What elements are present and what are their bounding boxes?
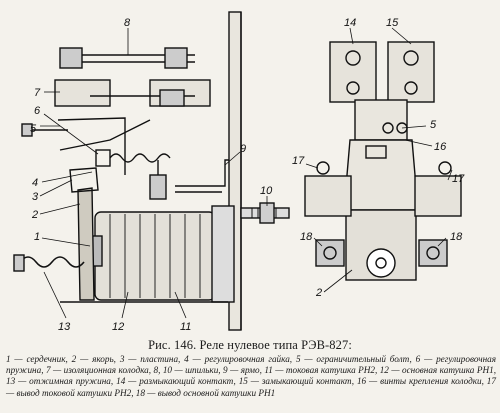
- label-5: 5: [30, 123, 37, 135]
- label-18-right: 18: [450, 231, 463, 243]
- label-14: 14: [344, 17, 356, 29]
- label-16: 16: [434, 141, 447, 153]
- label-12: 12: [112, 321, 124, 333]
- figure-caption: Рис. 146. Реле нулевое типа РЭВ-827:: [148, 338, 352, 352]
- figure-legend: 1 — сердечник, 2 — якорь, 3 — пластина, …: [6, 354, 496, 398]
- label-6: 6: [34, 105, 41, 117]
- label-5-right: 5: [430, 119, 437, 131]
- label-8: 8: [124, 17, 131, 29]
- label-2-right: 2: [315, 287, 322, 299]
- label-17-right: 17: [452, 173, 465, 185]
- label-15: 15: [386, 17, 399, 29]
- label-13: 13: [58, 321, 71, 333]
- label-4: 4: [32, 177, 38, 189]
- label-7: 7: [34, 87, 41, 99]
- label-3: 3: [32, 191, 39, 203]
- label-9: 9: [240, 143, 246, 155]
- label-11: 11: [180, 321, 191, 333]
- label-10: 10: [260, 185, 273, 197]
- label-1: 1: [34, 231, 40, 243]
- relay-drawing: 8 7 6 5 4 3 2 1 9 10 11 12 13 14 15 5 16…: [13, 11, 465, 333]
- label-2: 2: [31, 209, 38, 221]
- label-17-left: 17: [292, 155, 305, 167]
- label-18-left: 18: [300, 231, 313, 243]
